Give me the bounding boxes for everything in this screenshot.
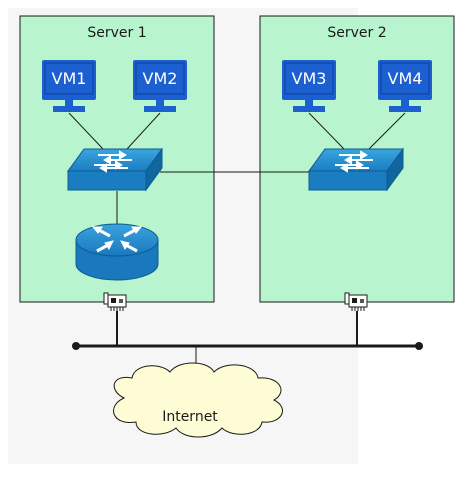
- nic-2-icon: [344, 292, 368, 311]
- link-vm2-switch: [126, 112, 161, 150]
- vm3-monitor-icon: VM3: [282, 60, 336, 112]
- server-1-label: Server 1: [87, 25, 146, 41]
- vm1-monitor-icon: VM1: [42, 60, 96, 112]
- vm4-monitor-icon: VM4: [378, 60, 432, 112]
- server-2-label: Server 2: [327, 25, 386, 41]
- internet-cloud-icon: Internet: [113, 362, 283, 438]
- link-vm4-switch: [368, 112, 406, 150]
- bus-end-right: [415, 342, 423, 350]
- vm4-label: VM4: [388, 69, 423, 88]
- link-vm3-switch: [308, 112, 345, 150]
- router-icon: [75, 223, 159, 281]
- bus-end-left: [72, 342, 80, 350]
- nic-1-icon: [103, 292, 127, 311]
- switch-2-icon: [308, 147, 404, 192]
- switch-1-icon: [67, 147, 163, 192]
- vm2-label: VM2: [143, 69, 178, 88]
- vm3-label: VM3: [292, 69, 327, 88]
- internet-label: Internet: [162, 409, 218, 425]
- vm2-monitor-icon: VM2: [133, 60, 187, 112]
- link-vm1-switch: [68, 112, 104, 150]
- vm1-label: VM1: [52, 69, 87, 88]
